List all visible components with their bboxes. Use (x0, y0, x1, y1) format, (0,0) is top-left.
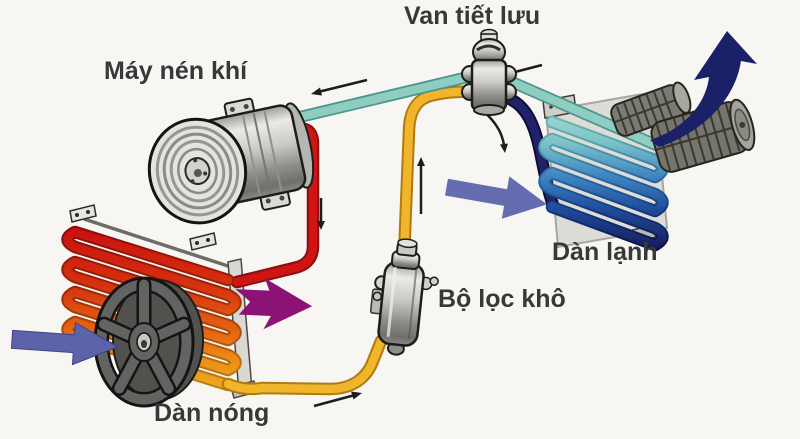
cold-air-arrow (650, 31, 757, 147)
flow-arrow-inlet-down (482, 110, 508, 153)
airflow-arrow-evaporator (444, 176, 548, 219)
hot-air-arrow (235, 278, 313, 330)
label-receiver-drier: Bộ lọc khô (438, 285, 566, 313)
evaporator-coil (538, 115, 669, 252)
airflow-arrow-condenser (10, 321, 119, 366)
liquid-pipe-upper (397, 85, 477, 265)
label-evaporator: Dàn lạnh (552, 238, 658, 266)
suction-pipe-right (483, 66, 678, 158)
flow-arrow-liquid (313, 391, 362, 408)
label-compressor: Máy nén khí (104, 57, 248, 85)
label-condenser: Dàn nóng (154, 399, 270, 427)
label-expansion-valve: Van tiết lưu (404, 2, 541, 30)
blower-fan-icon (610, 81, 756, 173)
flow-arrow-up-to-valve (417, 157, 425, 214)
receiver-drier-graphic (369, 238, 439, 356)
flow-arrow-discharge-down (317, 198, 325, 230)
expansion-valve-graphic (461, 28, 517, 116)
compressor-graphic (147, 97, 315, 225)
condenser-coil (61, 225, 242, 392)
liquid-pipe-lower (221, 334, 388, 396)
flow-arrow-suction-left (311, 78, 368, 96)
